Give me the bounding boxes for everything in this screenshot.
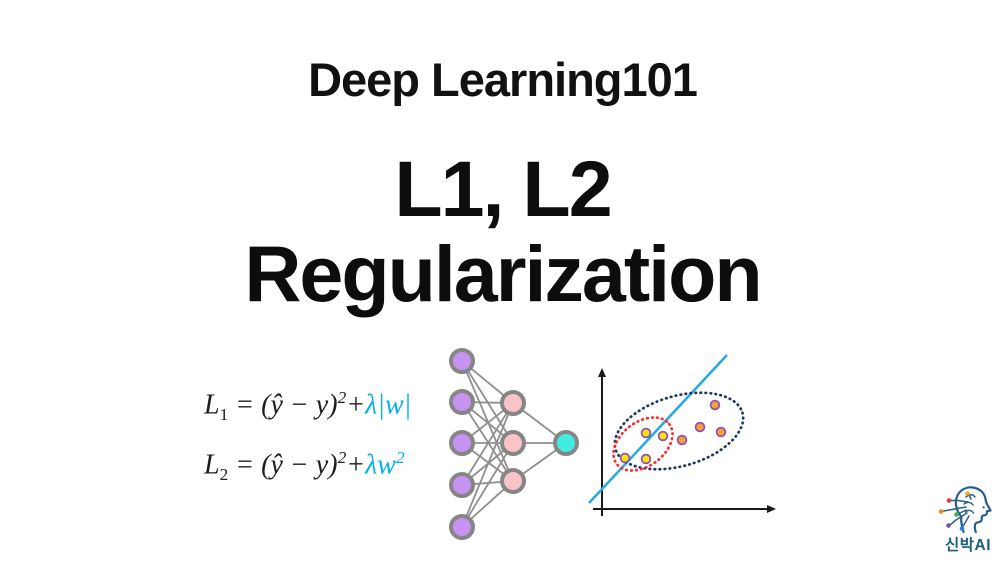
- network-node-input: [449, 348, 475, 374]
- network-node-input: [449, 514, 475, 540]
- logo-branch: [949, 512, 968, 526]
- l2-formula: L2 = (ŷ − y)2+λw2: [204, 448, 411, 484]
- l2-cluster-ellipse: [613, 391, 745, 471]
- logo-neuron-dot: [959, 526, 965, 531]
- l1-cluster-ellipse: [612, 416, 674, 472]
- logo-branch: [962, 515, 970, 528]
- network-edge: [461, 402, 514, 528]
- scatter-point: [640, 427, 652, 439]
- l1-formula-loss-term: = (ŷ − y): [228, 389, 338, 421]
- l2-formula-base: L: [204, 449, 220, 481]
- l1-formula-base: L: [204, 389, 220, 421]
- logo-neuron-dot: [946, 498, 952, 503]
- l2-formula-loss-term: = (ŷ − y): [228, 449, 338, 481]
- logo-branch: [942, 506, 967, 512]
- slide-title: L1, L2 Regularization: [0, 146, 1005, 316]
- l1-formula-plus: +: [346, 389, 366, 421]
- l1-formula-subscript: 1: [219, 404, 229, 424]
- l1-formula-loss-exponent: 2: [337, 388, 347, 407]
- neural-network-diagram: [449, 348, 579, 540]
- logo-neuron-dot: [965, 491, 970, 496]
- logo-branch: [950, 499, 969, 503]
- logo-eye-dot: [982, 506, 985, 509]
- logo-branch: [965, 494, 976, 498]
- network-node-hidden: [500, 430, 526, 456]
- scatter-plot: [588, 354, 776, 516]
- y-axis-arrow: [598, 368, 606, 377]
- l2-formula-loss-exponent: 2: [337, 448, 347, 467]
- network-edge: [461, 360, 514, 482]
- l2-formula-regularization-term: λw: [365, 449, 396, 481]
- logo-neuron-dot: [946, 523, 951, 528]
- network-edge: [461, 402, 514, 486]
- network-node-hidden: [500, 390, 526, 416]
- network-node-output: [553, 430, 579, 456]
- scatter-point: [715, 426, 727, 438]
- network-edge: [461, 442, 514, 528]
- logo-wordmark: 신박AI: [944, 537, 992, 554]
- slide-title-line2: Regularization: [244, 229, 762, 318]
- fit-line: [588, 354, 728, 504]
- scatter-point: [640, 453, 652, 465]
- network-node-input: [449, 472, 475, 498]
- network-node-input: [449, 389, 475, 415]
- course-title: Deep Learning101: [308, 53, 698, 106]
- scatter-point: [676, 434, 688, 446]
- logo-neuron-dot: [954, 512, 959, 517]
- l2-formula-plus: +: [346, 449, 366, 481]
- network-node-hidden: [500, 468, 526, 494]
- l1-formula: L1 = (ŷ − y)2+λ|w|: [204, 388, 412, 424]
- logo-head-outline: [954, 486, 992, 534]
- logo-branch: [964, 509, 975, 514]
- scatter-point: [657, 430, 669, 442]
- x-axis-arrow: [767, 505, 776, 513]
- logo-branch: [963, 501, 974, 506]
- scatter-point: [619, 452, 631, 464]
- scatter-point: [709, 399, 721, 411]
- logo: [938, 486, 992, 534]
- logo-neuron-dot: [938, 509, 944, 514]
- slide-title-line1: L1, L2: [394, 144, 612, 233]
- formula-block: L1 = (ŷ − y)2+λ|w| L2 = (ŷ − y)2+λw2: [204, 388, 411, 508]
- network-edge: [461, 401, 514, 482]
- scatter-point: [694, 421, 706, 433]
- l2-formula-regularization-exponent: 2: [395, 448, 405, 467]
- network-node-input: [449, 430, 475, 456]
- l1-formula-regularization-term: λ|w|: [365, 389, 412, 421]
- l2-formula-subscript: 2: [219, 464, 229, 484]
